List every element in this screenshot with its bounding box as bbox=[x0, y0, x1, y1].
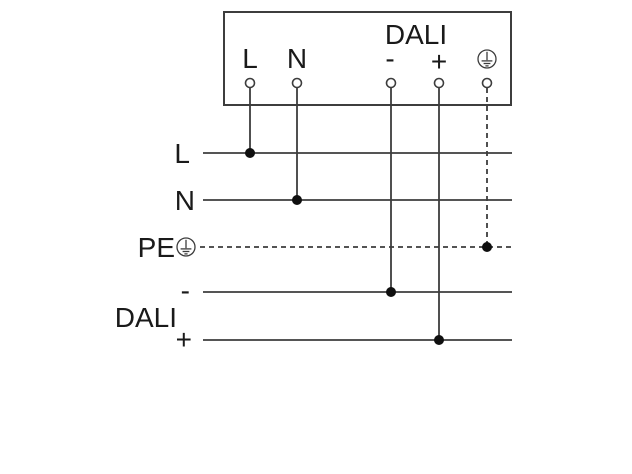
bus-label-pe: PE bbox=[138, 232, 175, 263]
junction-dot-n bbox=[292, 195, 302, 205]
device-terminal-label-dali-plus: + bbox=[431, 46, 447, 77]
protective-earth-icon bbox=[176, 237, 196, 257]
device-dali-group-label: DALI bbox=[385, 19, 447, 50]
terminal-dali-plus bbox=[433, 77, 445, 89]
device-terminal-label-n: N bbox=[287, 43, 307, 74]
terminal-dali-minus bbox=[385, 77, 397, 89]
terminal-earth bbox=[481, 77, 493, 89]
device-terminal-label-l: L bbox=[242, 43, 258, 74]
terminal-n bbox=[291, 77, 303, 89]
bus-label-dali-minus: - bbox=[181, 275, 190, 306]
bus-label-l: L bbox=[174, 138, 190, 169]
bus-label-dali-group: DALI bbox=[115, 302, 177, 333]
junction-dot-l bbox=[245, 148, 255, 158]
bus-label-n: N bbox=[175, 185, 195, 216]
junction-dot-dali-plus bbox=[434, 335, 444, 345]
junction-dot-pe bbox=[482, 242, 492, 252]
device-box bbox=[223, 11, 512, 106]
device-terminal-label-dali-minus: - bbox=[385, 43, 394, 74]
bus-label-dali-plus: + bbox=[176, 324, 192, 355]
terminal-l bbox=[244, 77, 256, 89]
junction-dot-dali-minus bbox=[386, 287, 396, 297]
